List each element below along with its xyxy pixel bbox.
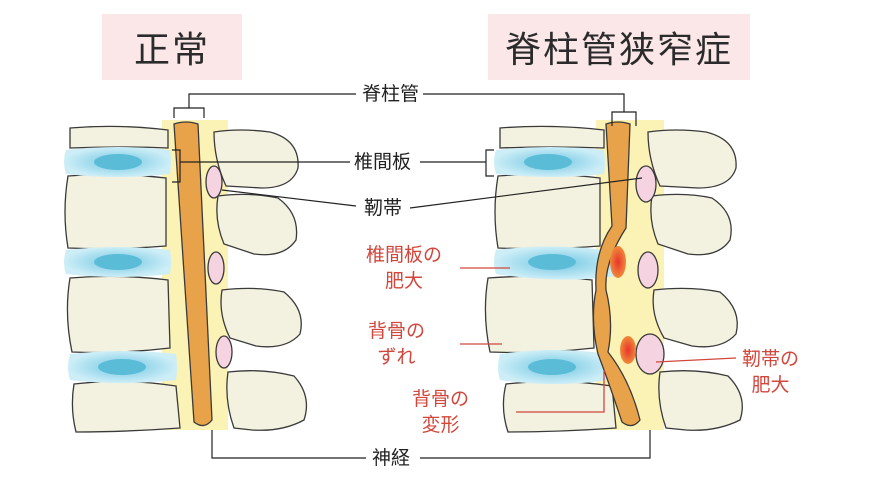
label-disc-hypertrophy: 椎間板の 肥大 — [362, 242, 446, 294]
label-ligament-hypertrophy: 靭帯の 肥大 — [738, 346, 803, 398]
normal-vertebra-1 — [69, 125, 169, 149]
label-disc-hypertrophy-line2: 肥大 — [385, 270, 424, 292]
normal-vertebra-4 — [71, 380, 181, 433]
leader-lines — [172, 93, 651, 459]
normal-facet-3 — [220, 287, 302, 348]
normal-nerve — [173, 121, 213, 427]
normal-facet-4 — [226, 370, 308, 431]
normal-ligament-1 — [205, 165, 223, 199]
stenosis-ligament-1 — [635, 165, 657, 203]
label-slip-line2: ずれ — [377, 346, 416, 368]
stenosis-vertebra-1 — [499, 125, 605, 149]
title-normal: 正常 — [102, 14, 242, 80]
normal-ligament-2 — [207, 251, 225, 285]
label-disc-hypertrophy-line1: 椎間板の — [366, 244, 443, 266]
normal-ligament-3 — [215, 335, 233, 369]
label-spinal-canal: 脊柱管 — [358, 82, 424, 106]
compression-1 — [610, 246, 626, 278]
normal-facet-2 — [216, 193, 298, 256]
title-stenosis: 脊柱管狭窄症 — [488, 14, 750, 80]
stenosis-facet-4 — [658, 370, 743, 431]
label-nerve: 神経 — [368, 446, 415, 470]
label-ligament-hypertrophy-line2: 肥大 — [751, 374, 790, 396]
label-deformity: 背骨の 変形 — [408, 386, 473, 438]
normal-vertebra-2 — [64, 173, 167, 250]
label-ligament: 靭帯 — [360, 196, 407, 220]
compression-2 — [620, 336, 636, 364]
stenosis-facet-1 — [647, 129, 737, 189]
stenosis-facet-2 — [650, 193, 732, 256]
stenosis-vertebra-3 — [484, 275, 595, 354]
normal-vertebra-3 — [66, 275, 171, 354]
label-disc: 椎間板 — [350, 150, 416, 174]
label-slip-line1: 背骨の — [368, 320, 426, 342]
stenosis-ligament-3 — [635, 333, 665, 375]
stenosis-ligament-2 — [637, 251, 659, 289]
label-slip: 背骨の ずれ — [364, 318, 429, 370]
stenosis-nerve — [592, 121, 641, 427]
red-leader-lines — [460, 267, 737, 413]
stenosis-spine — [484, 120, 743, 433]
normal-facet-1 — [213, 129, 299, 189]
label-deformity-line2: 変形 — [421, 414, 460, 436]
label-ligament-hypertrophy-line1: 靭帯の — [742, 348, 800, 370]
normal-spine — [64, 120, 308, 433]
stenosis-vertebra-4 — [502, 380, 617, 433]
label-deformity-line1: 背骨の — [412, 388, 470, 410]
stenosis-facet-3 — [652, 287, 738, 348]
